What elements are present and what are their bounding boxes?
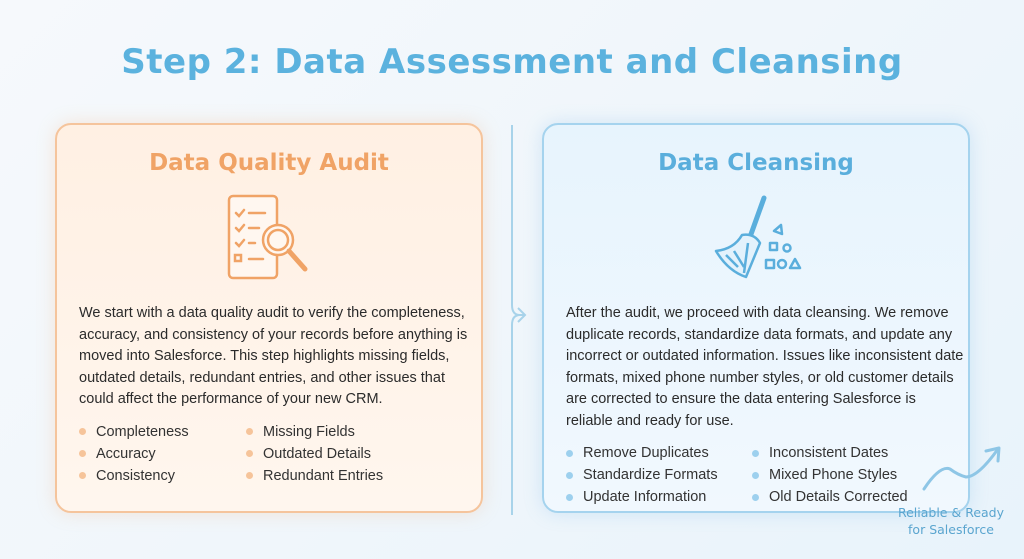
cleansing-description: After the audit, we proceed with data cl… <box>566 305 964 429</box>
audit-bullets: Completeness Accuracy Consistency Missin… <box>79 421 477 487</box>
bullet-item: Consistency <box>79 465 246 487</box>
page-title: Step 2: Data Assessment and Cleansing <box>121 42 903 82</box>
bullet-item: Accuracy <box>79 443 246 465</box>
bullet-item: Old Details Corrected <box>752 486 908 508</box>
audit-content: We start with a data quality audit to ve… <box>79 303 477 487</box>
card-title: Data Cleansing <box>658 150 854 176</box>
cleansing-bullets-col1: Remove Duplicates Standardize Formats Up… <box>566 442 752 508</box>
bullet-item: Outdated Details <box>246 443 383 465</box>
bullet-item: Completeness <box>79 421 246 443</box>
audit-bullets-col1: Completeness Accuracy Consistency <box>79 421 246 487</box>
bullet-item: Standardize Formats <box>566 464 752 486</box>
reliable-ready-tagline: Reliable & Ready for Salesforce <box>895 504 1007 538</box>
bullet-item: Mixed Phone Styles <box>752 464 908 486</box>
checklist-magnifier-icon <box>227 194 308 280</box>
data-cleansing-card: Data Cleansing After the audit, we proce… <box>542 123 970 513</box>
broom-icon <box>714 195 802 279</box>
flow-arrow-divider <box>511 125 527 515</box>
trend-arrow-icon <box>922 446 1001 491</box>
audit-description: We start with a data quality audit to ve… <box>79 305 468 407</box>
bullet-item: Redundant Entries <box>246 465 383 487</box>
bullet-item: Remove Duplicates <box>566 442 752 464</box>
cleansing-bullets: Remove Duplicates Standardize Formats Up… <box>566 442 964 508</box>
data-quality-audit-card: Data Quality Audit We start with a data … <box>55 123 483 513</box>
audit-bullets-col2: Missing Fields Outdated Details Redundan… <box>246 421 383 487</box>
tagline-line-2: for Salesforce <box>908 522 994 537</box>
tagline-line-1: Reliable & Ready <box>897 505 1005 520</box>
cleansing-bullets-col2: Inconsistent Dates Mixed Phone Styles Ol… <box>752 442 908 508</box>
cleansing-content: After the audit, we proceed with data cl… <box>566 303 964 508</box>
bullet-item: Update Information <box>566 486 752 508</box>
card-title: Data Quality Audit <box>149 150 389 176</box>
bullet-item: Inconsistent Dates <box>752 442 908 464</box>
bullet-item: Missing Fields <box>246 421 383 443</box>
